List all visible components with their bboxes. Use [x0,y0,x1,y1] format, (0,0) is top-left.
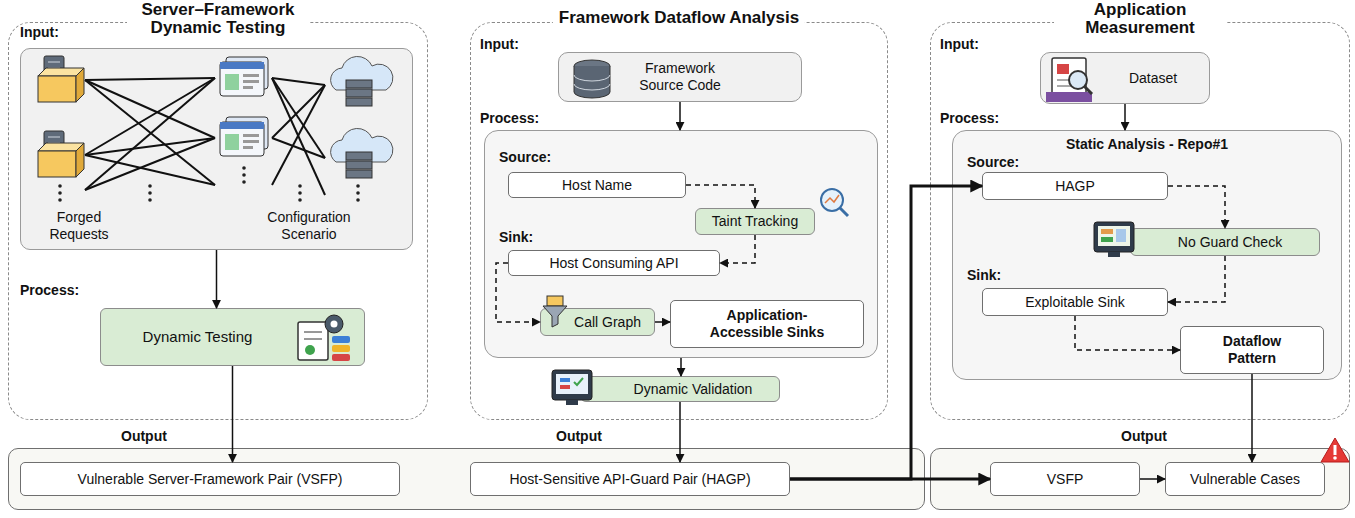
dashed-panel: Framework Source CodeHost NameTaint Trac… [470,22,888,420]
flow-arrow [496,263,540,322]
step-box: Dynamic Validation [580,376,780,402]
box-label: Vulnerable Cases [1190,471,1300,488]
box-label: No Guard Check [1178,234,1282,251]
flow-arrow [680,358,682,376]
box-label: Application-Accessible Sinks [701,307,833,341]
result-box: Application-Accessible Sinks [670,300,864,348]
flow-arrow [232,366,234,462]
dashed-panel: DatasetHAGP No Guard CheckExploitable Sin… [930,22,1350,420]
flow-arrow [1075,316,1180,350]
box-label: Vulnerable Server-Framework Pair (VSFP) [78,471,343,488]
flow-arrow [1168,186,1225,228]
box-label: Host-Sensitive API-Guard Pair (HAGP) [509,471,750,488]
flow-arrow [1168,256,1225,302]
group-label: Sink: [967,267,1001,284]
input-box: Framework Source Code [558,52,802,102]
step-box: Call Graph [540,308,655,336]
output-bar: VSFPVulnerable CasesOutput [930,448,1350,510]
box-label: HAGP [1055,178,1095,195]
panel-title: Application Measurement [1054,1,1226,38]
illustration-box: Forged Requests Configuration Scenario [20,48,413,250]
output-box: Vulnerable Cases [1165,462,1325,496]
flow-arrow [216,250,218,308]
section-label: Input: [20,24,59,40]
flow-arrow [1124,104,1126,130]
box-label: Host Consuming API [549,255,678,272]
section-label: Input: [480,36,519,52]
group-label: Configuration Scenario [249,209,369,243]
flow-arrow [686,185,755,208]
sink-box: Host Consuming API [508,250,720,276]
section-label: Process: [940,110,999,126]
box-label: Exploitable Sink [1025,294,1125,311]
section-label: Input: [940,36,979,52]
box-label: Framework Source Code [629,60,731,94]
section-label: Process: [20,282,79,298]
group-label: Source: [499,149,551,166]
group-label: Forged Requests [29,209,129,243]
sink-box: Exploitable Sink [982,288,1168,316]
section-label: Process: [480,110,539,126]
box-label: Dataflow Pattern [1206,333,1298,367]
box-label: Taint Tracking [712,213,798,230]
source-box: HAGP [982,172,1168,200]
box-label: VSFP [1047,471,1084,488]
group-label: Source: [967,154,1019,171]
flow-arrow [655,321,670,323]
box-label: Dataset [1129,70,1177,87]
step-box: No Guard Check [1130,228,1320,256]
output-label: Output [1121,428,1167,445]
box-label: Dynamic Testing [143,328,253,346]
panel-title: Server–Framework Dynamic Testing [127,1,309,38]
box-label: Dynamic Validation [634,381,753,398]
input-box: Dataset [1040,52,1210,104]
result-box: Dataflow Pattern [1180,326,1324,374]
group-label: Static Analysis - Repo#1 [1066,136,1228,153]
dashed-panel: Forged Requests Configuration ScenarioDyn… [8,22,428,420]
flow-arrow [1140,478,1165,480]
box-label: Host Name [562,177,632,194]
flow-arrow [720,235,755,263]
flow-arrow [1251,374,1253,462]
flow-arrow [679,102,681,130]
process-group: Host NameTaint TrackingHost Consuming AP… [484,130,878,358]
process-group: HAGP No Guard CheckExploitable SinkDatafl… [952,130,1342,380]
process-box: Dynamic Testing [100,308,365,366]
panel-title: Framework Dataflow Analysis [553,9,805,27]
output-bar: Vulnerable Server-Framework Pair (VSFP) H… [8,448,925,510]
group-label: Sink: [499,229,533,246]
output-box: VSFP [990,462,1140,496]
output-box: Host-Sensitive API-Guard Pair (HAGP) [470,462,790,496]
source-box: Host Name [508,172,686,198]
flow-arrow [679,402,681,462]
flow-arrow [790,186,982,479]
output-box: Vulnerable Server-Framework Pair (VSFP) [20,462,400,496]
step-box: Taint Tracking [695,208,815,235]
output-label: Output [556,428,602,445]
flow-arrow [790,478,990,481]
box-label: Call Graph [574,314,641,331]
output-label: Output [121,428,167,445]
